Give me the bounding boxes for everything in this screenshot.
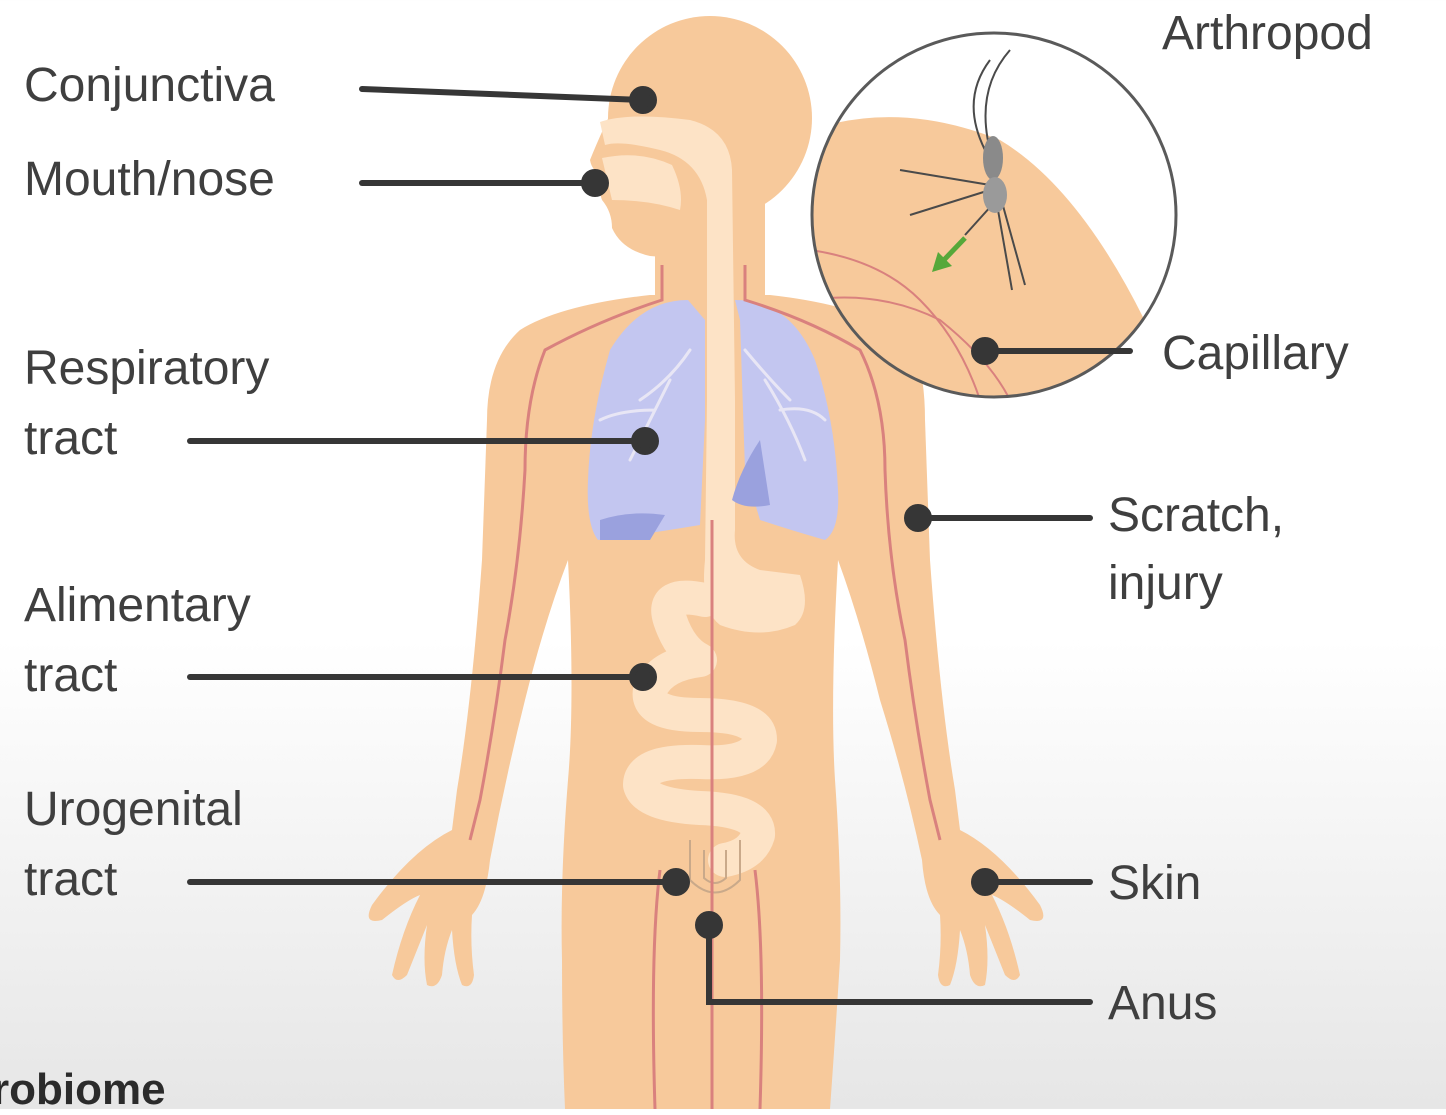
- label-capillary: Capillary: [1162, 320, 1349, 388]
- label-urogenital-line1: Urogenital: [24, 776, 243, 844]
- label-alimentary-line1: Alimentary: [24, 572, 251, 640]
- label-respiratory-line2: tract: [24, 405, 117, 473]
- footer-caption: robiome: [0, 1065, 166, 1115]
- label-arthropod: Arthropod: [1162, 0, 1373, 68]
- label-scratch-line1: Scratch,: [1108, 482, 1284, 550]
- label-skin: Skin: [1108, 850, 1201, 918]
- label-scratch-line2: injury: [1108, 550, 1223, 618]
- label-urogenital-line2: tract: [24, 846, 117, 914]
- label-conjunctiva: Conjunctiva: [24, 52, 275, 120]
- label-mouth-nose: Mouth/nose: [24, 146, 275, 214]
- label-anus: Anus: [1108, 970, 1217, 1038]
- label-alimentary-line2: tract: [24, 642, 117, 710]
- mosquito-body: [983, 136, 1003, 180]
- label-respiratory-line1: Respiratory: [24, 335, 269, 403]
